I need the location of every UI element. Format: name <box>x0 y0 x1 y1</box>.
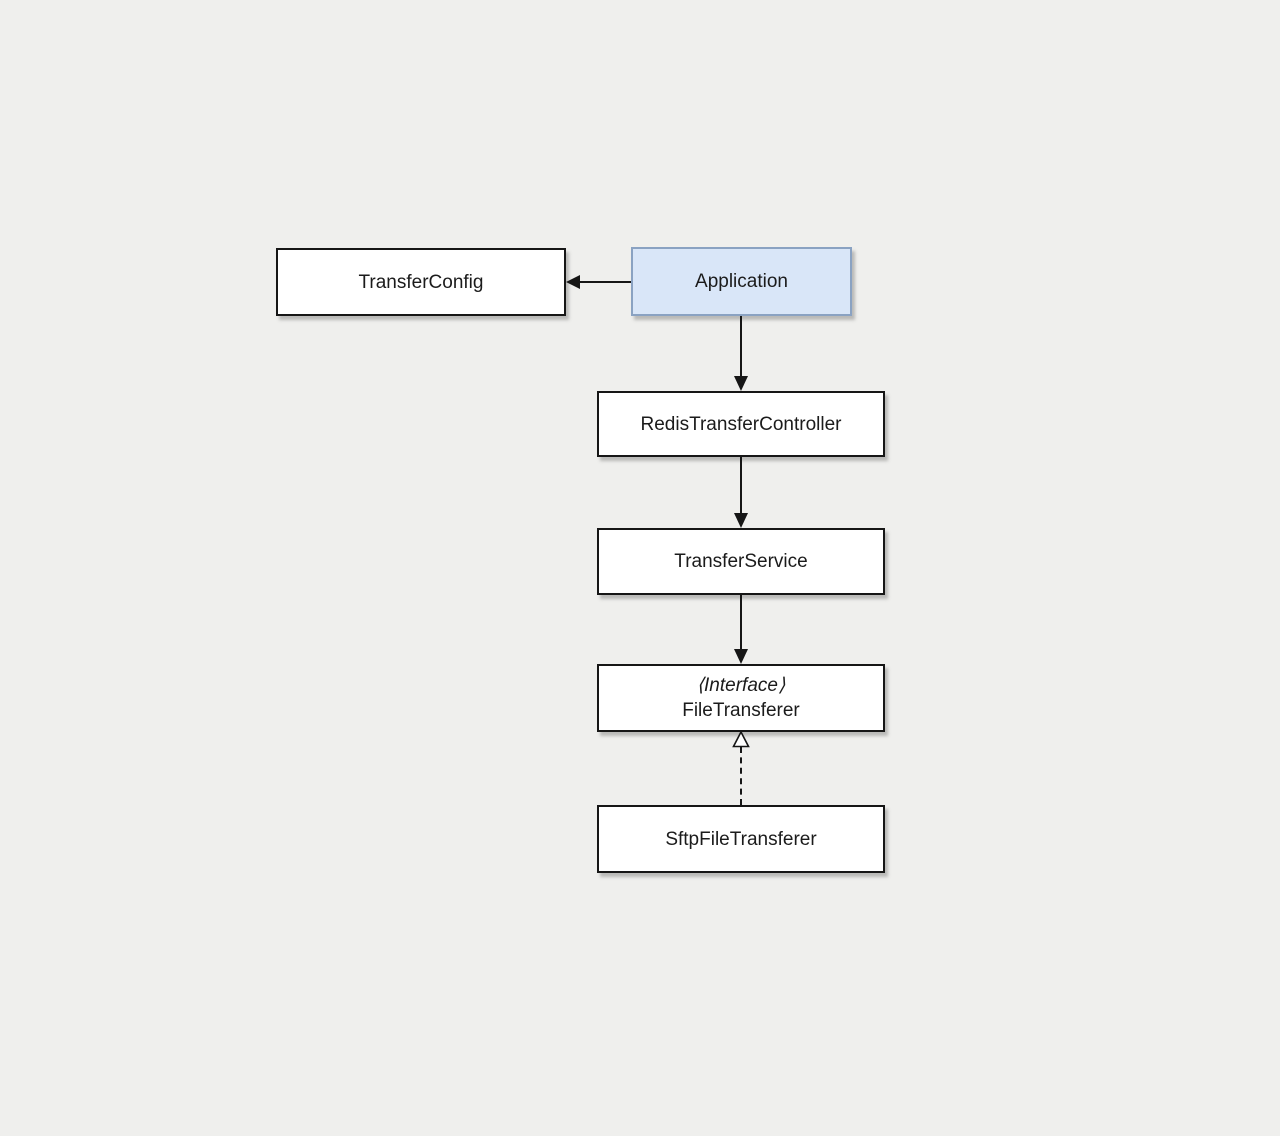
edge-rediscontroller-to-transferservice-arrowhead-icon <box>734 513 748 528</box>
node-file-transferer-stereotype: ⟨Interface⟩ <box>696 675 786 696</box>
node-redis-transfer-controller-label: RedisTransferController <box>640 413 842 435</box>
node-transfer-config: TransferConfig <box>276 248 566 316</box>
edge-application-to-rediscontroller-arrowhead-icon <box>734 376 748 391</box>
edge-sftp-to-filetransferer-dashed-line <box>740 747 742 805</box>
node-application-label: Application <box>695 271 788 292</box>
node-transfer-config-label: TransferConfig <box>358 271 484 293</box>
node-sftp-file-transferer: SftpFileTransferer <box>597 805 885 873</box>
node-sftp-file-transferer-label: SftpFileTransferer <box>665 828 817 850</box>
edge-sftp-to-filetransferer-hollow-triangle-icon <box>732 731 750 748</box>
edge-transferservice-to-filetransferer-arrowhead-icon <box>734 649 748 664</box>
node-transfer-service-label: TransferService <box>674 551 808 572</box>
edge-rediscontroller-to-transferservice-line <box>740 457 742 514</box>
edge-application-to-rediscontroller-line <box>740 316 742 377</box>
node-file-transferer-interface: ⟨Interface⟩ FileTransferer <box>597 664 885 732</box>
edge-application-to-transferconfig-arrowhead-icon <box>566 275 580 289</box>
node-redis-transfer-controller: RedisTransferController <box>597 391 885 457</box>
edge-application-to-transferconfig-line <box>578 281 631 283</box>
node-application: Application <box>631 247 852 316</box>
node-transfer-service: TransferService <box>597 528 885 595</box>
node-file-transferer-label: FileTransferer <box>682 700 800 721</box>
edge-transferservice-to-filetransferer-line <box>740 595 742 650</box>
